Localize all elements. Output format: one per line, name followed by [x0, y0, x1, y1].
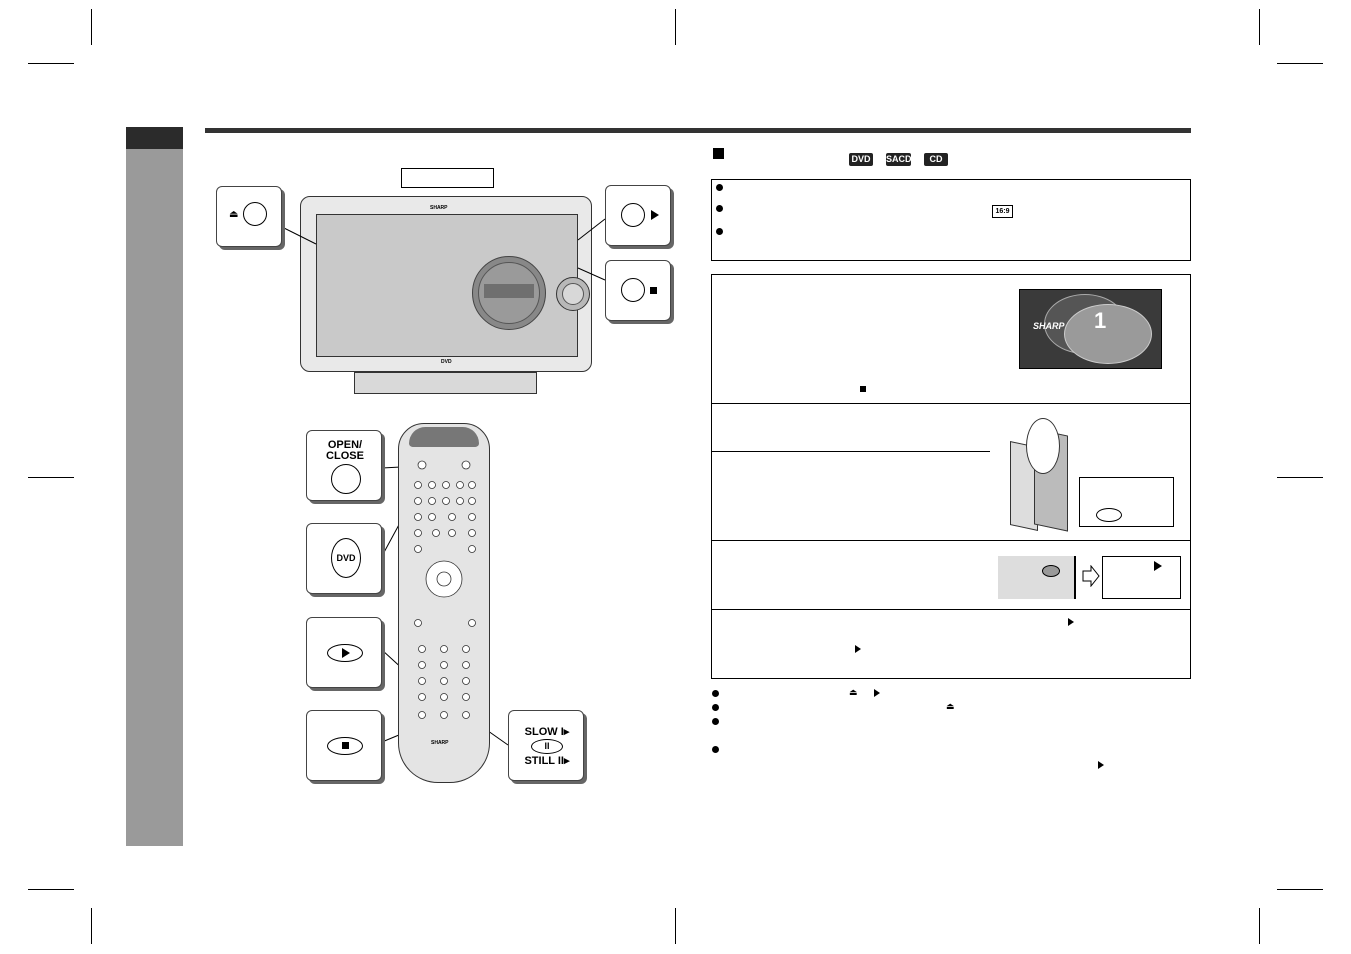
- disc-illustration: [1096, 508, 1122, 522]
- dvd-key-callout: DVD: [306, 523, 382, 594]
- crop-mark: [91, 9, 92, 45]
- onebit-screen-illustration: SHARP 1: [1019, 289, 1162, 369]
- bullet-icon: [716, 205, 723, 212]
- dvd-label: DVD: [336, 553, 356, 563]
- chapter-sidebar: [126, 127, 183, 846]
- eject-icon: ⏏: [946, 701, 955, 711]
- play-icon: [855, 645, 861, 653]
- disc-detail-inset: [1079, 477, 1174, 527]
- aspect-ratio-badge: 16:9: [992, 205, 1013, 218]
- bullet-icon: [712, 718, 719, 725]
- unit-label-box: [401, 168, 494, 188]
- bullet-icon: [712, 746, 719, 753]
- chapter-tab: [126, 127, 183, 149]
- stop-key-callout: [605, 260, 671, 321]
- stop-icon: [860, 386, 866, 392]
- disc-illustration: [1026, 418, 1060, 474]
- bullet-icon: [716, 184, 723, 191]
- display-after: [1102, 556, 1181, 599]
- notes-box: [711, 179, 1191, 261]
- open-close-key-callout: OPEN/ CLOSE: [306, 430, 382, 501]
- crop-mark: [1259, 9, 1260, 45]
- disc-loading-illustration: [1010, 414, 1080, 532]
- pause-still-button[interactable]: II: [531, 739, 563, 754]
- onebit-brand: SHARP: [1033, 321, 1065, 331]
- step-sub-divider: [712, 451, 990, 452]
- step-divider: [712, 403, 1190, 404]
- crop-mark: [1259, 908, 1260, 944]
- dvd-button[interactable]: DVD: [331, 538, 361, 578]
- open-close-button[interactable]: [331, 464, 361, 494]
- unit-stand: [354, 372, 537, 394]
- unit-volume-knob-inner: [562, 283, 584, 305]
- eject-button[interactable]: [243, 202, 267, 226]
- crop-mark: [1277, 889, 1323, 890]
- step-divider: [712, 540, 1190, 541]
- pause-icon: II: [544, 741, 550, 751]
- slow-still-key-callout: SLOW I▸ II STILL II▸: [508, 710, 584, 781]
- play-icon: [1068, 618, 1074, 626]
- unit-brand: SHARP: [430, 205, 448, 211]
- stop-icon: [342, 742, 349, 749]
- eject-key-callout: ⏏: [216, 186, 282, 247]
- crop-mark: [91, 908, 92, 944]
- disc-illustration: [1064, 304, 1152, 364]
- unit-dvd-logo: DVD: [441, 359, 452, 365]
- play-key-callout: [605, 185, 671, 246]
- bullet-icon: [712, 690, 719, 697]
- remote-ir-window: [409, 427, 479, 447]
- eject-icon: ⏏: [849, 687, 858, 697]
- header-rule: [205, 128, 1191, 133]
- play-icon: [1154, 561, 1162, 571]
- crop-mark: [28, 477, 74, 478]
- play-icon: [342, 648, 350, 658]
- play-remote-key-callout: [306, 617, 382, 688]
- bullet-icon: [712, 704, 719, 711]
- main-unit-illustration: SHARP DVD: [300, 196, 592, 372]
- stop-button[interactable]: [621, 278, 645, 302]
- play-icon: [651, 210, 659, 220]
- stop-icon: [650, 287, 657, 294]
- step-divider: [712, 609, 1190, 610]
- play-icon: [1098, 761, 1104, 769]
- disc-badge-dvd: DVD: [849, 153, 873, 166]
- onebit-mark: 1: [1094, 308, 1107, 333]
- unit-lcd: [484, 284, 534, 298]
- disc-icon: [1042, 565, 1060, 577]
- remote-buttons: [414, 460, 476, 719]
- crop-mark: [28, 889, 74, 890]
- display-before: [998, 556, 1076, 599]
- eject-icon: ⏏: [229, 209, 239, 220]
- crop-mark: [28, 63, 74, 64]
- play-button[interactable]: [621, 203, 645, 227]
- open-close-label: OPEN/ CLOSE: [326, 439, 364, 462]
- stop-remote-key-callout: [306, 710, 382, 781]
- crop-mark: [1277, 63, 1323, 64]
- remote-brand: SHARP: [431, 740, 449, 746]
- crop-mark: [675, 9, 676, 45]
- slow-label: SLOW I▸: [524, 726, 570, 738]
- play-icon: [874, 689, 880, 697]
- crop-mark: [1277, 477, 1323, 478]
- disc-badge-sacd: SACD: [886, 153, 912, 166]
- disc-badge-cd: CD: [924, 153, 948, 166]
- arrow-right-icon: [1082, 565, 1100, 587]
- bullet-icon: [716, 228, 723, 235]
- section-marker-icon: [713, 148, 724, 159]
- crop-mark: [675, 908, 676, 944]
- still-label: STILL II▸: [524, 755, 570, 767]
